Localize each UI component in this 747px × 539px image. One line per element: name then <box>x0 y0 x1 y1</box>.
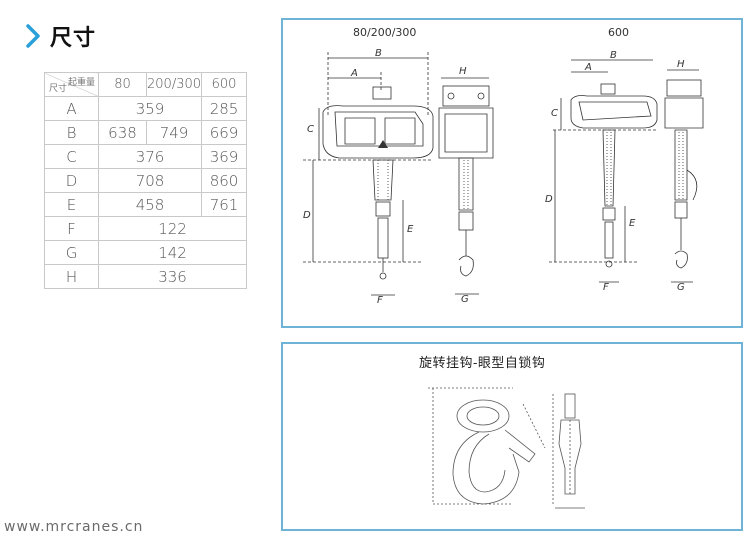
table-row: E 458 761 <box>44 192 248 217</box>
hook-drawing-panel: 旋转挂钩-眼型自锁钩 <box>281 342 743 531</box>
table-cell: 359 <box>97 96 203 121</box>
row-label: C <box>44 144 99 169</box>
table-cell: 336 <box>97 264 248 289</box>
dim-label-c: C <box>307 124 314 135</box>
table-corner-cell: 起重量 尺寸 <box>44 72 99 97</box>
dim-label-a: A <box>350 68 358 79</box>
dim-label-a: A <box>584 62 592 73</box>
table-cell: 376 <box>97 144 203 169</box>
table-row: B 638 749 669 <box>44 120 248 145</box>
chevron-right-icon <box>26 24 40 48</box>
dimension-table: 起重量 尺寸 80 200/300 600 A 359 285 B 638 74… <box>44 72 248 289</box>
dim-label-d: D <box>545 194 553 205</box>
table-cell: 860 <box>201 168 248 193</box>
dim-label-g: G <box>461 294 469 305</box>
dim-label-b: B <box>375 48 382 59</box>
corner-load-label: 起重量 <box>67 78 95 88</box>
row-label: G <box>44 240 99 265</box>
page-title: 尺寸 <box>50 26 97 51</box>
dim-label-e: E <box>407 224 414 235</box>
section-heading: 尺寸 <box>24 20 96 52</box>
dim-label-b: B <box>610 50 617 61</box>
table-cell: 458 <box>97 192 203 217</box>
hoist-drawing: B A C D E F H <box>303 48 704 306</box>
row-label: E <box>44 192 99 217</box>
dim-label-f: F <box>603 282 609 293</box>
row-label: D <box>44 168 99 193</box>
table-row: C 376 369 <box>44 144 248 169</box>
column-header: 200/300 <box>145 72 203 97</box>
hoist-drawing-panel: 80/200/300 600 B A C D E F <box>281 18 743 328</box>
column-header: 80 <box>98 72 147 97</box>
dim-label-h: H <box>459 66 467 77</box>
table-cell: 761 <box>201 192 248 217</box>
dim-label-g: G <box>677 282 685 293</box>
hook-title: 旋转挂钩-眼型自锁钩 <box>419 356 546 371</box>
row-label: B <box>44 120 99 145</box>
watermark: www.mrcranes.cn <box>4 519 144 535</box>
corner-dim-label: 尺寸 <box>49 84 68 94</box>
dim-label-c: C <box>551 108 558 119</box>
table-cell: 669 <box>201 120 248 145</box>
table-cell: 638 <box>98 120 147 145</box>
model-label-left: 80/200/300 <box>353 26 417 39</box>
table-cell: 122 <box>97 216 248 241</box>
column-header: 600 <box>201 72 248 97</box>
dim-label-h: H <box>677 59 685 70</box>
row-label: F <box>44 216 99 241</box>
dim-label-e: E <box>629 218 636 229</box>
table-row: G 142 <box>44 240 248 265</box>
row-label: H <box>44 264 99 289</box>
table-cell: 369 <box>201 144 248 169</box>
table-cell: 285 <box>201 96 248 121</box>
table-cell: 749 <box>145 120 203 145</box>
hook-drawing <box>428 387 585 509</box>
table-row: D 708 860 <box>44 168 248 193</box>
row-label: A <box>44 96 99 121</box>
table-row: A 359 285 <box>44 96 248 121</box>
table-cell: 142 <box>97 240 248 265</box>
table-header-row: 起重量 尺寸 80 200/300 600 <box>44 72 248 97</box>
table-row: H 336 <box>44 264 248 289</box>
table-cell: 708 <box>97 168 203 193</box>
dim-label-d: D <box>303 210 311 221</box>
table-row: F 122 <box>44 216 248 241</box>
model-label-right: 600 <box>608 26 629 39</box>
dim-label-f: F <box>377 295 383 306</box>
